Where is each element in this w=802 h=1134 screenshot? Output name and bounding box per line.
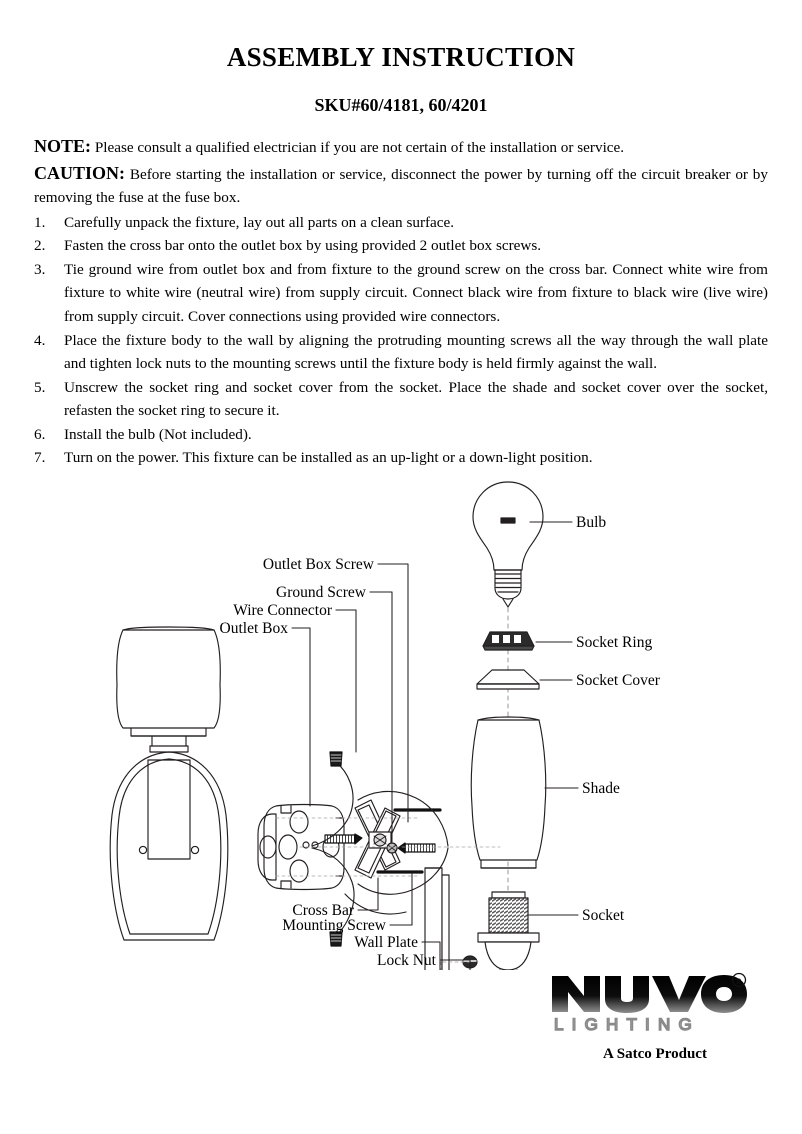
caution-label: CAUTION: bbox=[34, 162, 126, 183]
brand-footer: R LIGHTING bbox=[530, 972, 780, 1082]
step-text: Turn on the power. This fixture can be i… bbox=[64, 449, 593, 467]
satco-tagline: A Satco Product bbox=[603, 1046, 707, 1062]
socket-cover-illustration bbox=[476, 669, 540, 690]
label-wire-connector: Wire Connector bbox=[233, 602, 333, 619]
step-text: Carefully unpack the fixture, lay out al… bbox=[64, 213, 455, 231]
step-text: Tie ground wire from outlet box and from… bbox=[64, 260, 768, 325]
leader-lines bbox=[291, 521, 579, 970]
step-item: 2. Fasten the cross bar onto the outlet … bbox=[34, 234, 768, 258]
caution-notice: CAUTION: Before starting the installatio… bbox=[34, 161, 768, 209]
step-item: 6. Install the bulb (Not included). bbox=[34, 423, 768, 447]
step-number: 2. bbox=[34, 237, 46, 255]
wall-plate-illustration bbox=[424, 867, 450, 970]
label-socket-ring: Socket Ring bbox=[576, 634, 652, 651]
cross-bar-illustration bbox=[354, 799, 401, 879]
exploded-assembly-diagram: Bulb Socket Ring Socket Cover Shade Sock… bbox=[0, 470, 802, 970]
shade-illustration bbox=[470, 716, 547, 869]
step-text: Fasten the cross bar onto the outlet box… bbox=[64, 237, 542, 255]
steps-list: 1. Carefully unpack the fixture, lay out… bbox=[34, 211, 768, 470]
outlet-box-screw-illustration bbox=[324, 833, 436, 854]
step-text: Unscrew the socket ring and socket cover… bbox=[64, 378, 768, 420]
step-number: 4. bbox=[34, 331, 46, 349]
label-ground-screw: Ground Screw bbox=[276, 584, 367, 601]
label-cross-bar: Cross Bar bbox=[292, 902, 354, 919]
label-shade: Shade bbox=[582, 780, 620, 797]
svg-text:LIGHTING: LIGHTING bbox=[554, 1015, 700, 1034]
step-text: Place the fixture body to the wall by al… bbox=[64, 331, 768, 373]
step-number: 7. bbox=[34, 449, 46, 467]
page-title: ASSEMBLY INSTRUCTION bbox=[226, 42, 576, 72]
step-item: 5. Unscrew the socket ring and socket co… bbox=[34, 376, 768, 423]
step-number: 5. bbox=[34, 378, 46, 396]
step-number: 3. bbox=[34, 260, 46, 278]
caution-text: Before starting the installation or serv… bbox=[34, 165, 768, 206]
label-bulb: Bulb bbox=[576, 514, 606, 531]
instructions-body: NOTE: Please consult a qualified electri… bbox=[34, 134, 768, 470]
registered-trademark-icon: R bbox=[731, 972, 747, 988]
step-text: Install the bulb (Not included). bbox=[64, 425, 252, 443]
ground-screw-illustration bbox=[386, 842, 398, 854]
wire-connector-illustration bbox=[329, 751, 343, 947]
note-label: NOTE: bbox=[34, 136, 92, 156]
label-outlet-box: Outlet Box bbox=[220, 620, 289, 637]
step-item: 4. Place the fixture body to the wall by… bbox=[34, 329, 768, 376]
label-socket: Socket bbox=[582, 907, 625, 924]
step-item: 1. Carefully unpack the fixture, lay out… bbox=[34, 211, 768, 235]
note-notice: NOTE: Please consult a qualified electri… bbox=[34, 134, 768, 160]
step-item: 3. Tie ground wire from outlet box and f… bbox=[34, 258, 768, 329]
label-mounting-screw: Mounting Screw bbox=[282, 917, 387, 934]
sku-subtitle: SKU#60/4181, 60/4201 bbox=[314, 95, 488, 115]
assembled-fixture-illustration bbox=[109, 626, 229, 941]
socket-ring-illustration bbox=[482, 631, 535, 651]
step-number: 1. bbox=[34, 213, 46, 231]
nuvo-logo: R LIGHTING bbox=[548, 972, 748, 1035]
svg-text:R: R bbox=[736, 976, 742, 986]
socket-illustration bbox=[477, 891, 540, 970]
step-number: 6. bbox=[34, 425, 46, 443]
note-text: Please consult a qualified electrician i… bbox=[94, 139, 625, 156]
lighting-wordmark: LIGHTING bbox=[553, 1014, 700, 1035]
label-lock-nut: Lock Nut bbox=[377, 952, 437, 969]
label-socket-cover: Socket Cover bbox=[576, 672, 661, 689]
step-item: 7. Turn on the power. This fixture can b… bbox=[34, 446, 768, 470]
label-outlet-box-screw: Outlet Box Screw bbox=[263, 556, 375, 573]
bulb-illustration bbox=[472, 481, 544, 608]
nuvo-wordmark bbox=[552, 975, 747, 1013]
label-wall-plate: Wall Plate bbox=[354, 934, 418, 951]
diagram-labels: Bulb Socket Ring Socket Cover Shade Sock… bbox=[220, 514, 661, 969]
